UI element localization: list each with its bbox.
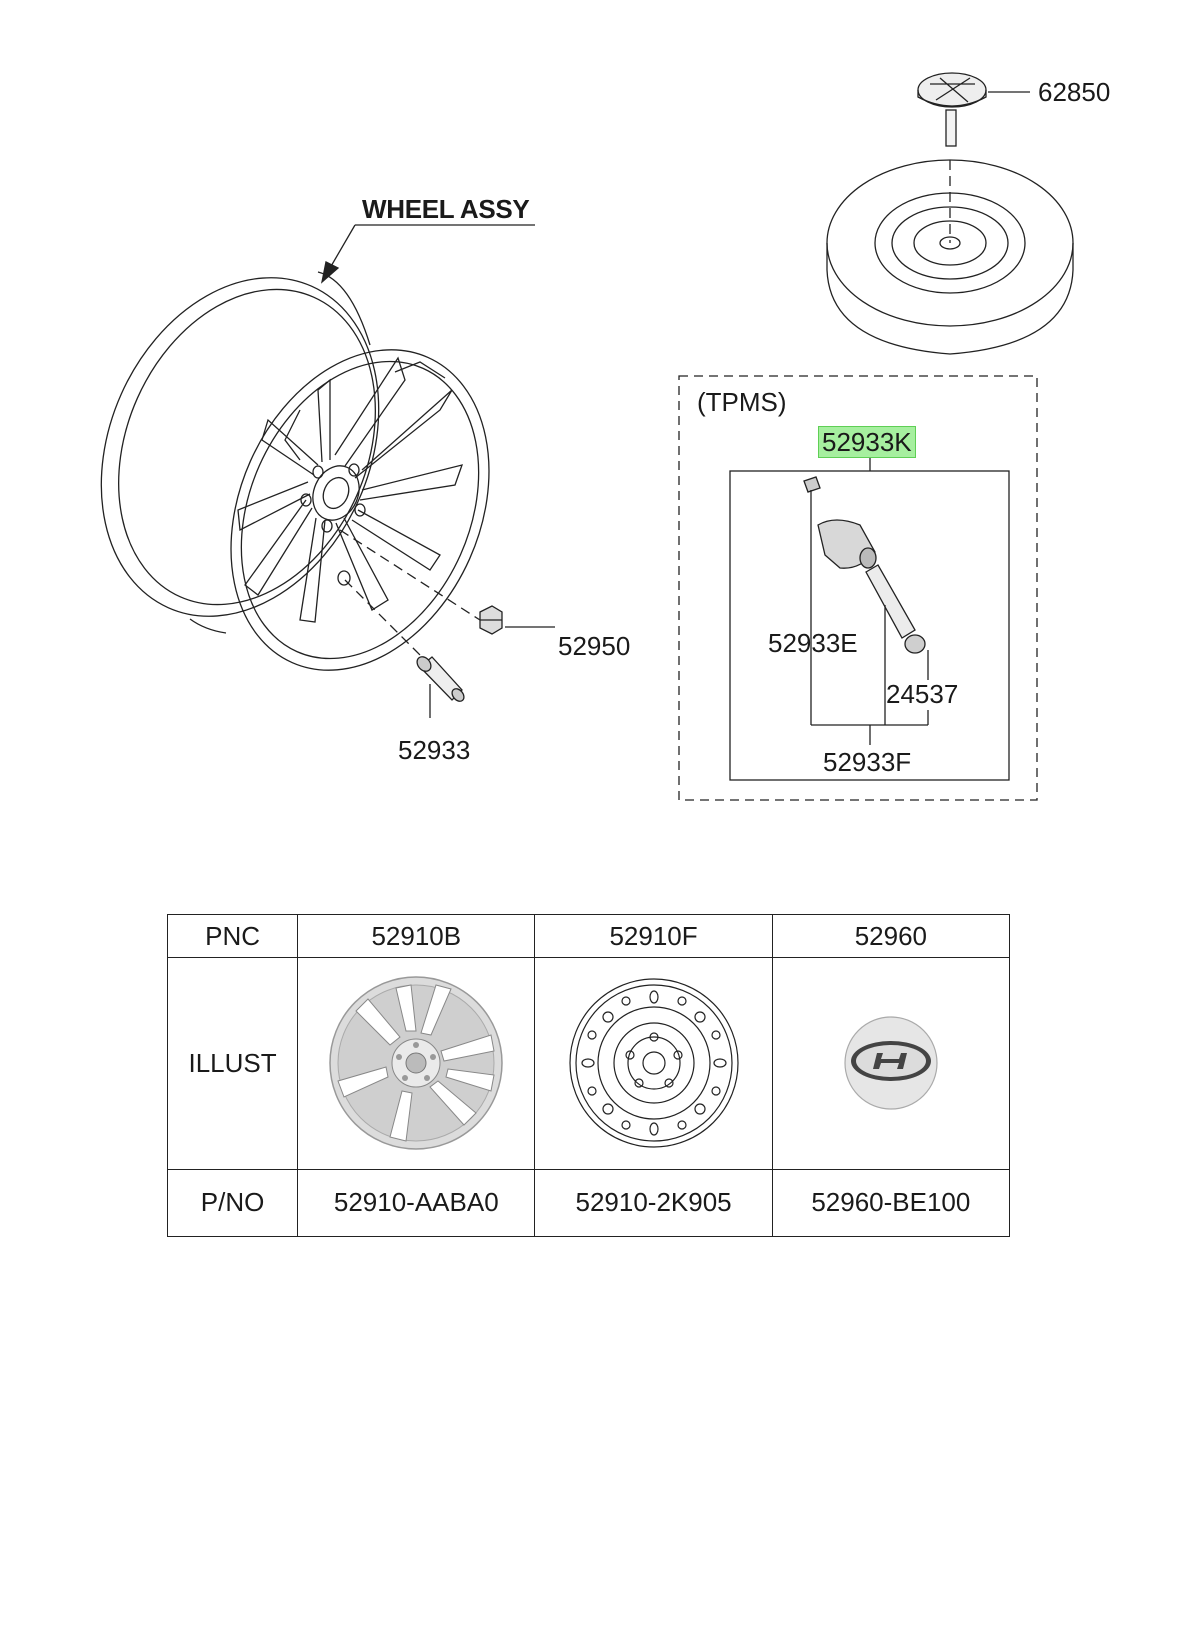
illust-cell: [297, 957, 536, 1170]
table-row-illust: ILLUST: [166, 957, 1011, 1170]
pno-cell[interactable]: 52960-BE100: [771, 1168, 1011, 1238]
valve-stem-drawing: [416, 656, 465, 718]
wheel-assy-label: WHEEL ASSY: [362, 194, 530, 224]
callout-52933f[interactable]: 52933F: [823, 747, 912, 777]
callout-52933e[interactable]: 52933E: [768, 628, 858, 658]
illust-cell: [534, 957, 773, 1170]
pnc-cell[interactable]: 52960: [771, 913, 1011, 959]
pnc-cell[interactable]: 52910F: [534, 913, 773, 959]
callout-52933[interactable]: 52933: [398, 735, 471, 765]
tpms-sensor-drawing: [803, 476, 929, 745]
tpms-group-label: (TPMS): [697, 387, 787, 417]
pnc-cell[interactable]: 52910B: [297, 913, 536, 959]
exploded-parts-diagram: WHEEL ASSY 62850 52950 52933 (TPMS) 5293…: [100, 72, 1111, 801]
alloy-wheel-icon: [329, 976, 504, 1151]
hub-cap-logo-icon: [844, 1016, 938, 1111]
wheel-nut-drawing: [479, 605, 555, 635]
callout-52950[interactable]: 52950: [558, 631, 631, 661]
steel-wheel-icon: [568, 978, 739, 1149]
callout-52933k[interactable]: 52933K: [818, 426, 916, 458]
tpms-group-box: [678, 375, 1038, 801]
illust-cell: [771, 957, 1011, 1170]
row-label-pnc: PNC: [166, 913, 299, 959]
parts-table: PNC 52910B 52910F 52960 ILLUST: [166, 913, 1011, 1238]
row-label-illust: ILLUST: [166, 957, 299, 1170]
table-row-pno: P/NO 52910-AABA0 52910-2K905 52960-BE100: [166, 1168, 1011, 1238]
callout-24537[interactable]: 24537: [886, 679, 959, 709]
wheel-assembly-drawing: [100, 271, 490, 671]
spare-tire-drawing: [826, 159, 1074, 355]
callout-62850[interactable]: 62850: [1038, 77, 1111, 107]
table-row-pnc: PNC 52910B 52910F 52960: [166, 913, 1011, 959]
pno-cell[interactable]: 52910-2K905: [534, 1168, 773, 1238]
diagram-drawing: [100, 72, 1074, 801]
row-label-pno: P/NO: [166, 1168, 299, 1238]
wheel-assy-leader: [320, 224, 535, 284]
spare-tire-holder-drawing: [917, 72, 1030, 147]
pno-cell[interactable]: 52910-AABA0: [297, 1168, 536, 1238]
